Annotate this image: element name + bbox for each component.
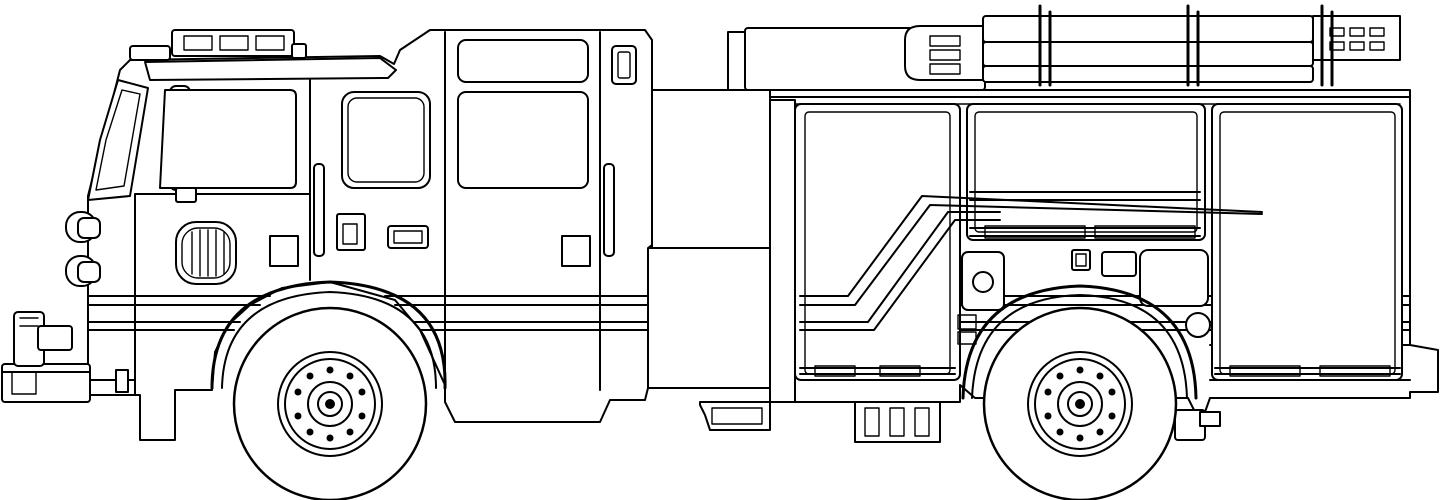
ladder-rack (728, 6, 1400, 90)
wheel-wells (212, 282, 1196, 398)
front-grille (176, 222, 236, 284)
diagonal-stripes (800, 196, 1262, 330)
rear-compartment-1 (795, 104, 960, 380)
mid-step (855, 402, 940, 442)
headlights (66, 212, 100, 286)
front-wheel (234, 308, 426, 500)
rear-compartment-3 (1212, 104, 1402, 380)
door-handles (116, 164, 614, 392)
rear-panel-details (958, 250, 1210, 344)
rear-compartment-2 (967, 104, 1205, 240)
front-bumper (2, 312, 90, 402)
rear-bumper (1175, 410, 1220, 440)
pump-house (648, 90, 795, 430)
cab-windows (160, 40, 636, 188)
rear-wheel (984, 308, 1176, 500)
light-bar (130, 30, 396, 80)
